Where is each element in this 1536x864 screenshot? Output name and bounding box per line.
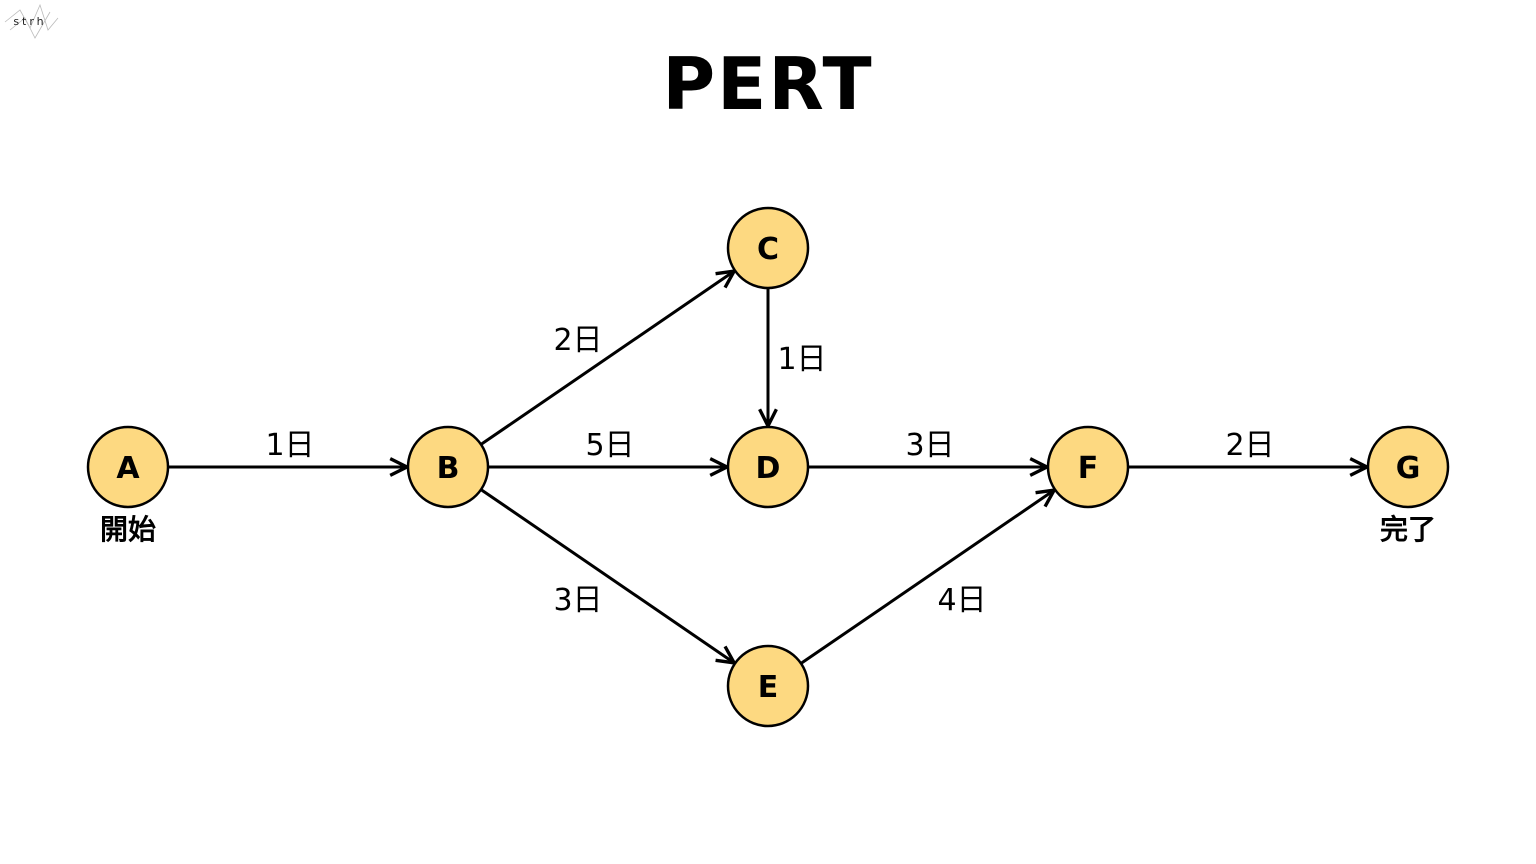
node-G: G 完了 [1366,425,1450,546]
edge-B-E [480,488,734,663]
node-A: A 開始 [86,425,170,546]
node-label: D [756,451,781,486]
edge-E-F [800,490,1054,665]
node-circle [726,425,810,509]
diagram-title: PERT [662,42,874,126]
edge-label-A-B: 1日 [265,428,314,463]
edge-label-F-G: 2日 [1225,428,1274,463]
edge-label-E-F: 4日 [937,583,986,618]
node-circle [1366,425,1450,509]
svg-text:strh: strh [13,15,46,28]
node-caption: 完了 [1380,513,1436,546]
node-B: B [406,425,490,509]
edge-label-B-E: 3日 [553,583,602,618]
edge-label-B-C: 2日 [553,323,602,358]
edge-label-D-F: 3日 [905,428,954,463]
node-caption: 開始 [100,513,156,546]
node-circle [406,425,490,509]
node-circle [1046,425,1130,509]
node-label: E [758,670,779,705]
node-label: G [1396,451,1421,486]
node-label: C [757,232,779,267]
edge-B-C [480,271,734,446]
node-label: B [437,451,460,486]
strh-logo: strh [4,3,59,39]
node-circle [726,206,810,290]
node-label: A [116,451,140,486]
node-E: E [726,644,810,728]
edge-label-B-D: 5日 [585,428,634,463]
node-F: F [1046,425,1130,509]
node-circle [726,644,810,728]
node-circle [86,425,170,509]
edge-label-C-D: 1日 [777,342,826,377]
node-C: C [726,206,810,290]
node-D: D [726,425,810,509]
node-label: F [1078,451,1099,486]
